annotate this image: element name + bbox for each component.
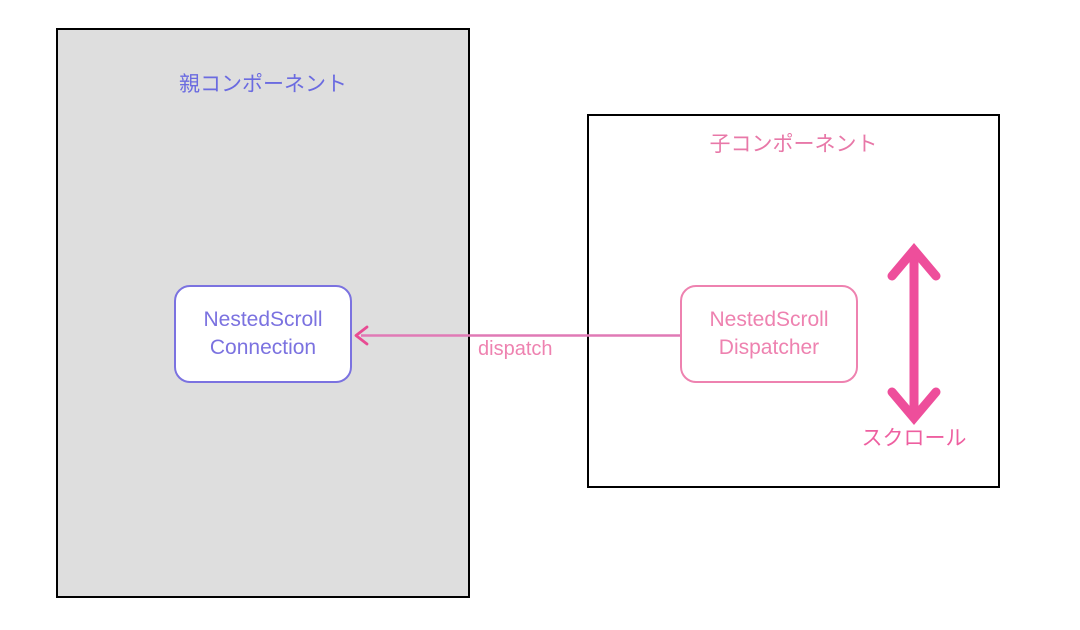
parent-component-title: 親コンポーネント [179,73,347,96]
scroll-double-arrow-icon [887,243,941,425]
nested-scroll-connection-line2: Connection [209,336,317,359]
nested-scroll-dispatcher-line2: Dispatcher [718,336,820,359]
child-component-title: 子コンポーネント [709,133,878,156]
dispatch-arrow-icon [354,325,683,346]
child-component-box: 子コンポーネント [587,114,1000,488]
nested-scroll-connection-node[interactable]: NestedScroll Connection [174,285,352,383]
nested-scroll-dispatcher-node[interactable]: NestedScroll Dispatcher [680,285,858,383]
dispatch-edge-label: dispatch [478,338,553,360]
nested-scroll-connection-line1: NestedScroll [203,308,323,332]
scroll-annotation-label: スクロール [861,427,967,450]
nested-scroll-dispatcher-line1: NestedScroll [709,308,829,332]
